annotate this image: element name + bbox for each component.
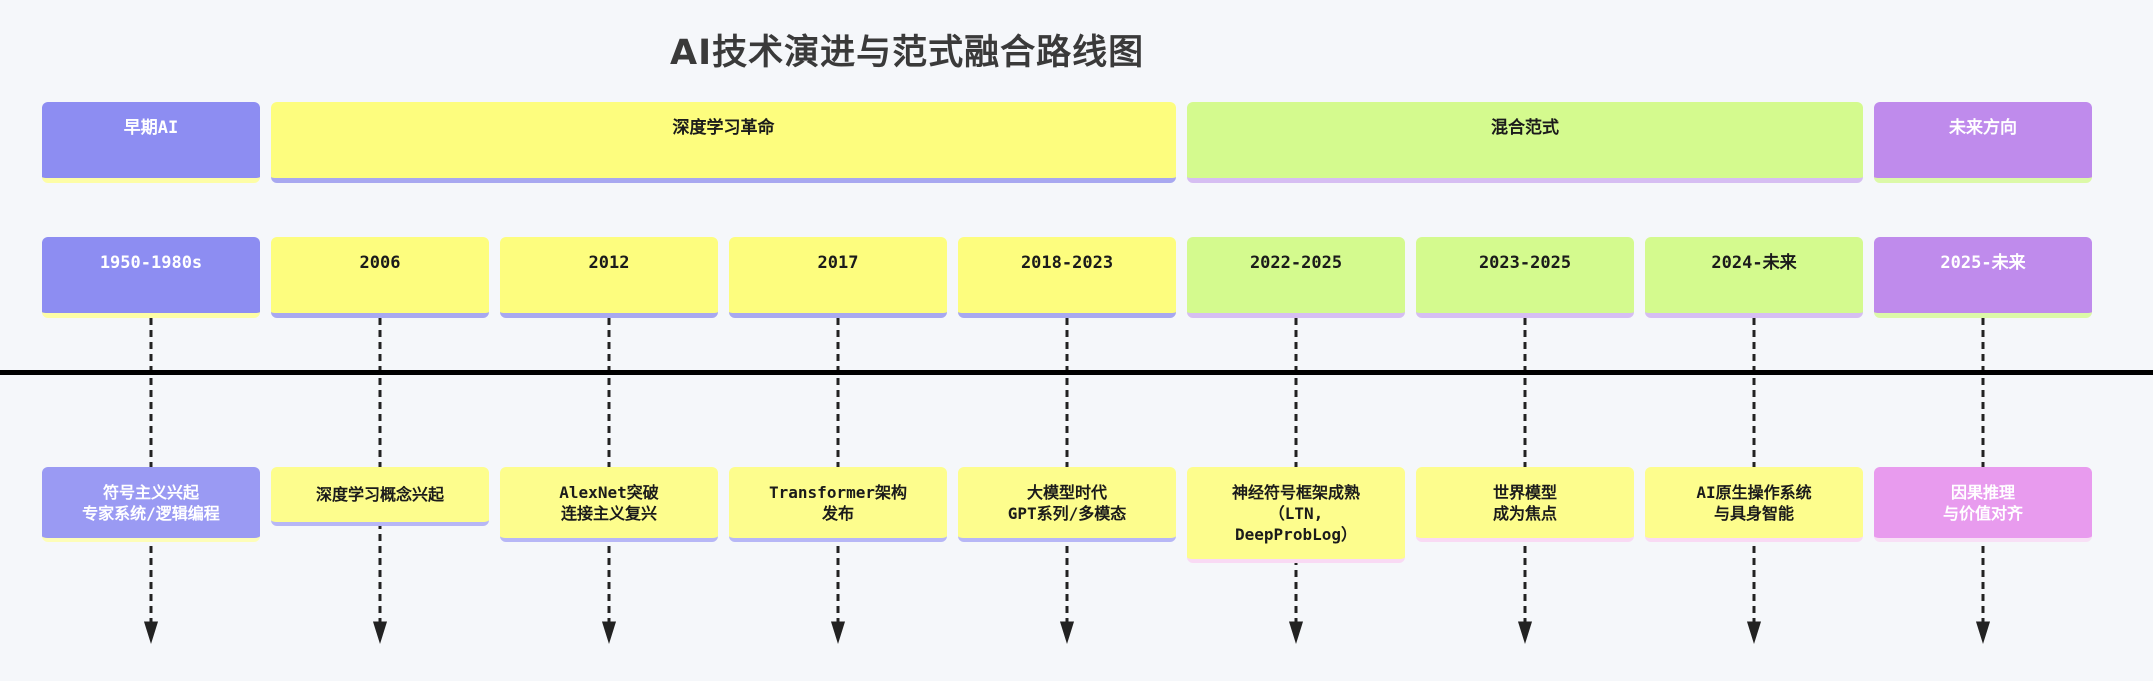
connector-arrow xyxy=(1975,318,1991,645)
event-row: 符号主义兴起 专家系统/逻辑编程 深度学习概念兴起 AlexNet突破 连接主义… xyxy=(42,467,2092,563)
event-line: 符号主义兴起 xyxy=(102,482,199,502)
event-symbolism-rise: 符号主义兴起 专家系统/逻辑编程 xyxy=(42,467,260,542)
event-line: 深度学习概念兴起 xyxy=(315,485,444,504)
event-line: AI原生操作系统 xyxy=(1696,482,1812,502)
event-neurosymbolic-frameworks: 神经符号框架成熟 （LTN, DeepProbLog） xyxy=(1187,467,1405,563)
event-line: 与具身智能 xyxy=(1713,503,1794,523)
event-ai-native-os: AI原生操作系统 与具身智能 xyxy=(1645,467,1863,542)
arrowhead-icon xyxy=(1746,621,1762,645)
connector-arrow xyxy=(1288,318,1304,645)
arrowhead-icon xyxy=(1975,621,1991,645)
period-2012: 2012 xyxy=(500,237,718,318)
arrowhead-icon xyxy=(1059,621,1075,645)
arrowhead-icon xyxy=(1288,621,1304,645)
arrowhead-icon xyxy=(601,621,617,645)
event-line: 专家系统/逻辑编程 xyxy=(82,503,220,523)
page-title: AI技术演进与范式融合路线图 xyxy=(670,33,1145,73)
section-early-ai: 早期AI xyxy=(42,102,260,183)
event-line: 与价值对齐 xyxy=(1942,503,2023,523)
period-2006: 2006 xyxy=(271,237,489,318)
event-line: Transformer架构 xyxy=(769,482,907,502)
event-line: 成为焦点 xyxy=(1492,503,1557,523)
connector-arrow xyxy=(1746,318,1762,645)
timeline-axis xyxy=(0,370,2153,375)
arrowhead-icon xyxy=(372,621,388,645)
connector-arrows xyxy=(143,318,1991,645)
event-line: AlexNet突破 xyxy=(559,482,659,502)
event-line: 发布 xyxy=(821,503,854,523)
event-alexnet-breakthrough: AlexNet突破 连接主义复兴 xyxy=(500,467,718,542)
period-2017: 2017 xyxy=(729,237,947,318)
event-line: 因果推理 xyxy=(1950,482,2015,502)
period-1950-1980s: 1950-1980s xyxy=(42,237,260,318)
connector-arrow xyxy=(1517,318,1533,645)
arrowhead-icon xyxy=(1517,621,1533,645)
event-line: GPT系列/多模态 xyxy=(1007,503,1127,523)
event-line: 世界模型 xyxy=(1492,482,1557,502)
period-2025-future: 2025-未来 xyxy=(1874,237,2092,318)
connector-arrow xyxy=(601,318,617,645)
event-transformer-release: Transformer架构 发布 xyxy=(729,467,947,542)
event-line: 连接主义复兴 xyxy=(560,503,657,523)
arrowhead-icon xyxy=(143,621,159,645)
section-hybrid-paradigm: 混合范式 xyxy=(1187,102,1863,183)
event-deep-learning-concept: 深度学习概念兴起 xyxy=(271,467,489,526)
period-2024-future: 2024-未来 xyxy=(1645,237,1863,318)
connector-arrow xyxy=(372,318,388,645)
event-large-model-era: 大模型时代 GPT系列/多模态 xyxy=(958,467,1176,542)
period-2023-2025: 2023-2025 xyxy=(1416,237,1634,318)
event-line: DeepProbLog） xyxy=(1235,524,1357,544)
section-row: 早期AI 深度学习革命 混合范式 未来方向 xyxy=(42,102,2092,183)
connector-arrow xyxy=(143,318,159,645)
section-deep-learning: 深度学习革命 xyxy=(271,102,1176,183)
connector-arrow xyxy=(830,318,846,645)
event-line: 神经符号框架成熟 xyxy=(1231,482,1360,502)
event-line: （LTN, xyxy=(1268,503,1324,523)
section-future-direction: 未来方向 xyxy=(1874,102,2092,183)
event-causal-reasoning-alignment: 因果推理 与价值对齐 xyxy=(1874,467,2092,542)
connector-arrow xyxy=(1059,318,1075,645)
arrowhead-icon xyxy=(830,621,846,645)
event-line: 大模型时代 xyxy=(1026,482,1107,502)
period-row: 1950-1980s 2006 2012 2017 2018-2023 2022… xyxy=(42,237,2092,318)
period-2022-2025: 2022-2025 xyxy=(1187,237,1405,318)
period-2018-2023: 2018-2023 xyxy=(958,237,1176,318)
event-world-models: 世界模型 成为焦点 xyxy=(1416,467,1634,542)
